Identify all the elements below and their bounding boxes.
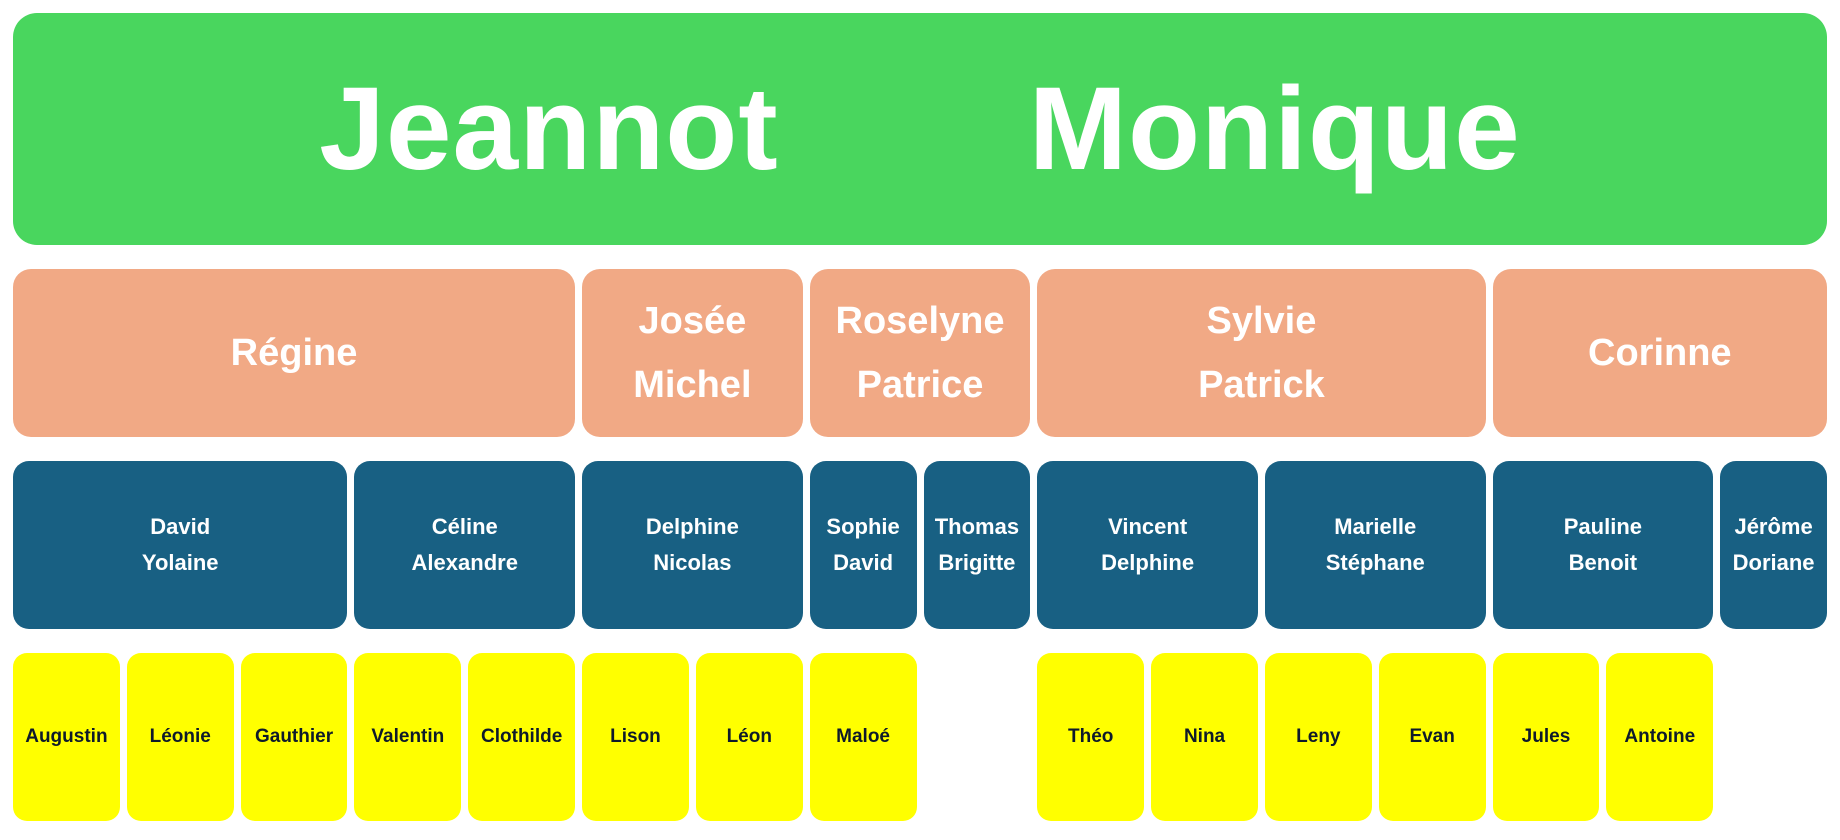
- gen1-name: Roselyne: [835, 300, 1005, 342]
- gen2-name: Pauline: [1563, 514, 1642, 539]
- gen3-box: Antoine: [1606, 653, 1714, 821]
- gen3-box: Gauthier: [240, 653, 348, 821]
- gen3-box: Nina: [1151, 653, 1258, 821]
- gen2-name: Marielle: [1334, 514, 1417, 539]
- gen3-box: Augustin: [13, 653, 120, 821]
- gen2-partner: Stéphane: [1325, 550, 1425, 575]
- gen3-box: Théo: [1037, 653, 1145, 821]
- gen1-partner: Michel: [633, 364, 752, 406]
- gen1-box-regine: Régine: [13, 269, 576, 437]
- generation-1-row: Régine Josée Michel Roselyne Patrice Syl…: [13, 269, 1827, 437]
- gen1-box-roselyne-patrice: Roselyne Patrice: [809, 269, 1031, 437]
- gen2-partner: Yolaine: [141, 550, 219, 575]
- gen2-box: David Yolaine: [13, 461, 348, 629]
- gen2-box: Vincent Delphine: [1037, 461, 1258, 629]
- gen2-name: Céline: [431, 514, 498, 539]
- gen1-box-corinne: Corinne: [1492, 269, 1827, 437]
- generation-2-row: David Yolaine Céline Alexandre Delphine …: [13, 461, 1827, 629]
- gen1-box-sylvie-patrick: Sylvie Patrick: [1037, 269, 1486, 437]
- gen2-box: Pauline Benoit: [1492, 461, 1714, 629]
- gen2-partner: Brigitte: [938, 550, 1016, 575]
- gen2-box: Céline Alexandre: [354, 461, 576, 629]
- gen2-name: Sophie: [826, 514, 900, 539]
- gen1-name: Corinne: [1588, 332, 1732, 374]
- gen2-box: Jérôme Doriane: [1720, 461, 1827, 629]
- family-tree: Jeannot Monique Régine Josée Michel Rose…: [13, 13, 1827, 821]
- gen3-box: Evan: [1378, 653, 1486, 821]
- gen1-name: Sylvie: [1206, 300, 1317, 342]
- gen2-name: Jérôme: [1734, 514, 1813, 539]
- generation-3-row: Augustin Léonie Gauthier Valentin Clothi…: [13, 653, 1827, 821]
- gen2-partner: Alexandre: [411, 550, 518, 575]
- gen1-partner: Patrick: [1198, 364, 1325, 406]
- root-couple-box: Jeannot Monique: [13, 13, 1827, 245]
- gen3-box: Leny: [1264, 653, 1372, 821]
- gen2-name: David: [150, 514, 211, 539]
- root-name-2: Monique: [1028, 63, 1521, 195]
- gen2-box: Sophie David: [809, 461, 917, 629]
- gen2-partner: Benoit: [1568, 550, 1638, 575]
- gen2-name: Vincent: [1108, 514, 1188, 539]
- gen3-box: Clothilde: [468, 653, 576, 821]
- gen3-box: Maloé: [809, 653, 917, 821]
- gen3-box: Lison: [582, 653, 689, 821]
- root-name-1: Jeannot: [319, 63, 779, 195]
- gen1-name: Régine: [230, 332, 358, 374]
- gen2-partner: Doriane: [1732, 550, 1815, 575]
- gen1-partner: Patrice: [856, 364, 984, 406]
- gen2-box: Thomas Brigitte: [923, 461, 1031, 629]
- gen2-box: Marielle Stéphane: [1264, 461, 1486, 629]
- gen2-name: Delphine: [645, 514, 739, 539]
- gen3-box: Léon: [695, 653, 803, 821]
- gen2-partner: David: [833, 550, 894, 575]
- gen3-box: Jules: [1492, 653, 1600, 821]
- gen2-name: Thomas: [934, 514, 1020, 539]
- gen2-partner: Delphine: [1101, 550, 1195, 575]
- gen1-name: Josée: [638, 300, 747, 342]
- gen2-box: Delphine Nicolas: [582, 461, 803, 629]
- gen1-box-josee-michel: Josée Michel: [582, 269, 803, 437]
- gen3-box: Valentin: [354, 653, 462, 821]
- gen2-partner: Nicolas: [653, 550, 732, 575]
- gen3-box: Léonie: [126, 653, 234, 821]
